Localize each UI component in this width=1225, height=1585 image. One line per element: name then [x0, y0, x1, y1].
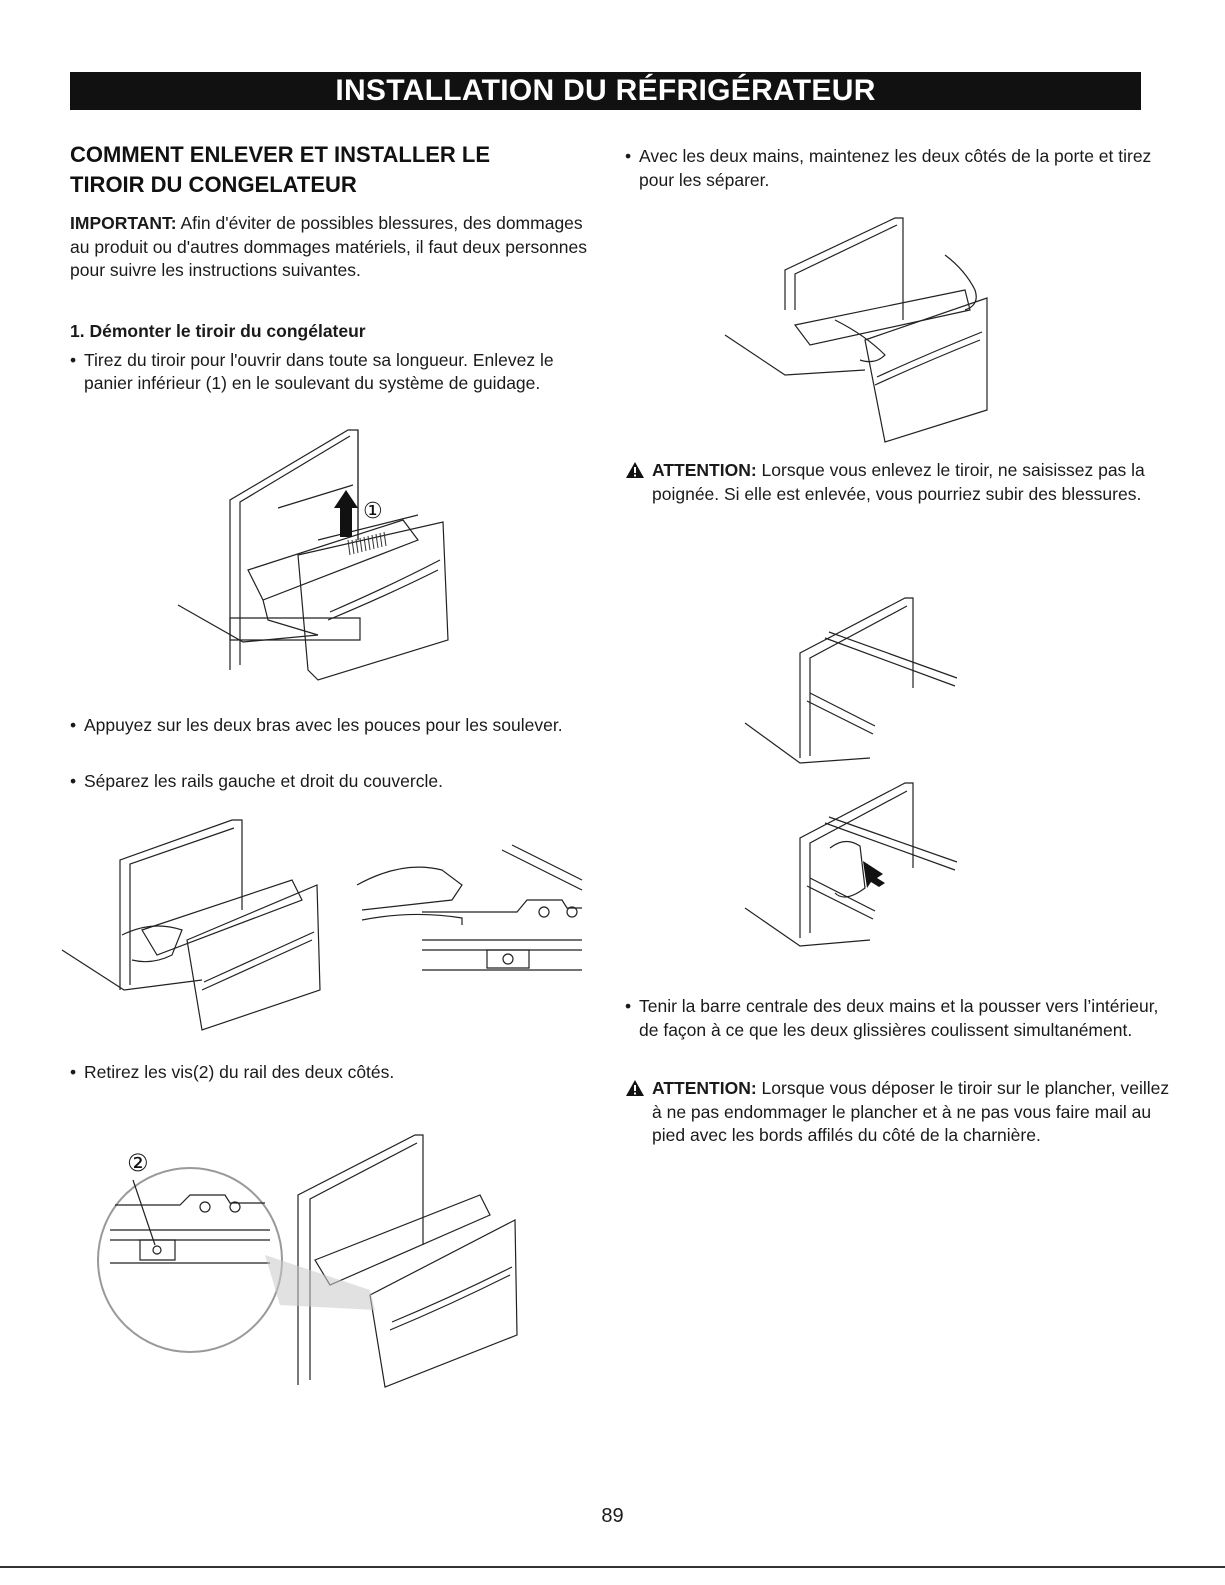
bullet-dot: •	[625, 146, 632, 166]
figure-rails	[745, 578, 975, 948]
push-arrow-icon	[863, 861, 885, 888]
left-bullet-3-text: Séparez les rails gauche et droit du cou…	[84, 771, 443, 791]
left-bullet-1-text: Tirez du tiroir pour l'ouvrir dans toute…	[84, 349, 554, 394]
right-bullet-2-text: Tenir la barre centrale des deux mains e…	[639, 996, 1159, 1040]
important-label: IMPORTANT:	[70, 213, 177, 233]
section-title: COMMENT ENLEVER ET INSTALLER LE TIROIR D…	[70, 140, 590, 200]
left-column: COMMENT ENLEVER ET INSTALLER LE TIROIR D…	[70, 140, 590, 396]
callout-2: ②	[127, 1149, 149, 1177]
step1-title: 1. Démonter le tiroir du congélateur	[70, 320, 366, 341]
warning-triangle-icon	[626, 1080, 644, 1096]
caution-2-text: Lorsque vous déposer le tiroir sur le pl…	[652, 1078, 1170, 1145]
callout-1: ①	[363, 499, 383, 524]
caution-2: ATTENTION: Lorsque vous déposer le tiroi…	[625, 1077, 1177, 1148]
figure-remove-basket: ①	[168, 240, 468, 695]
left-bullet-1: • Tirez du tiroir pour l'ouvrir dans tout…	[70, 349, 590, 396]
page-number: 89	[601, 1505, 624, 1527]
caution-1-label: ATTENTION:	[652, 460, 757, 480]
section-title-line1: COMMENT ENLEVER ET INSTALLER LE	[70, 142, 491, 167]
page-banner-title: INSTALLATION DU RÉFRIGÉRATEUR	[70, 72, 1141, 110]
left-bullet-4: • Retirez les vis(2) du rail des deux côt…	[70, 1061, 604, 1085]
left-bullet-2-text: Appuyez sur les deux bras avec les pouce…	[84, 715, 563, 735]
important-text: Afin d'éviter de possibles blessures, de…	[70, 213, 587, 280]
figure-remove-screws: ②	[105, 1125, 530, 1390]
caution-1: ATTENTION: Lorsque vous enlevez le tiroi…	[625, 459, 1152, 506]
caution-1-text: Lorsque vous enlevez le tiroir, ne saisi…	[652, 460, 1145, 504]
left-bullet-3: • Séparez les rails gauche et droit du co…	[70, 770, 604, 794]
bullet-dot: •	[70, 349, 77, 370]
figure-press-arms	[62, 790, 592, 1040]
left-bullet-2: • Appuyez sur les deux bras avec les pouc…	[70, 714, 604, 738]
bullet-dot: •	[625, 996, 632, 1016]
caution-2-label: ATTENTION:	[652, 1078, 757, 1098]
left-bullet-4-text: Retirez les vis(2) du rail des deux côté…	[84, 1062, 395, 1082]
bullet-dot: •	[70, 771, 77, 791]
bullet-dot: •	[70, 715, 77, 735]
right-bullet-2: • Tenir la barre centrale des deux mains …	[625, 995, 1159, 1042]
right-bullet-1-text: Avec les deux mains, maintenez les deux …	[639, 146, 1152, 190]
right-bullet-1: • Avec les deux mains, maintenez les deux…	[625, 145, 1159, 192]
important-paragraph: IMPORTANT: Afin d'éviter de possibles bl…	[70, 212, 590, 283]
figure-separate-door	[725, 210, 1000, 450]
bullet-dot: •	[70, 1062, 77, 1082]
page-bottom-rule	[0, 1566, 1225, 1568]
warning-triangle-icon	[626, 462, 644, 478]
lift-arrow-shaft	[340, 505, 352, 537]
section-title-line2: TIROIR DU CONGELATEUR	[70, 172, 357, 197]
up-arrow-icon	[334, 490, 358, 508]
